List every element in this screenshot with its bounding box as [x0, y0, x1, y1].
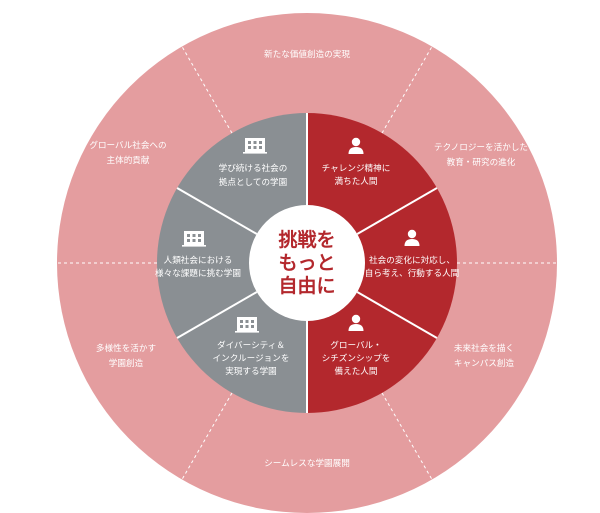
outer-divider-2 — [381, 392, 433, 480]
svg-text:様々な課題に挑む学園: 様々な課題に挑む学園 — [155, 267, 241, 279]
center-line-3: 自由に — [278, 274, 335, 297]
svg-text:実現する学園: 実現する学園 — [225, 365, 277, 377]
building-icon — [182, 231, 206, 247]
outer-divider-0 — [381, 46, 433, 134]
inner-right-half — [307, 113, 457, 413]
svg-text:社会の変化に対応し、: 社会の変化に対応し、 — [369, 254, 455, 266]
svg-text:グローバル・: グローバル・ — [330, 339, 381, 351]
outer-label-1: テクノロジーを活かした 教育・研究の進化 — [434, 141, 528, 168]
outer-ring-dividers — [57, 46, 557, 480]
svg-text:備えた人間: 備えた人間 — [335, 365, 378, 377]
left-sector-0: 学び続ける社会の 拠点としての学園 — [219, 138, 288, 188]
left-sector-1: 人類社会における 様々な課題に挑む学園 — [155, 231, 241, 279]
outer-divider-3 — [181, 392, 233, 480]
svg-text:教育・研究の進化: 教育・研究の進化 — [447, 156, 516, 168]
inner-divider-4 — [176, 291, 258, 339]
building-icon — [235, 317, 259, 333]
outer-divider-5 — [181, 46, 233, 134]
outer-label-0: 新たな価値創造の実現 — [264, 48, 350, 60]
svg-text:自ら考え、行動する人間: 自ら考え、行動する人間 — [365, 267, 460, 279]
inner-dividers — [176, 113, 438, 413]
svg-text:未来社会を描く: 未来社会を描く — [454, 342, 514, 354]
svg-text:キャンパス創造: キャンパス創造 — [454, 357, 515, 369]
svg-text:学び続ける社会の: 学び続ける社会の — [219, 162, 288, 174]
svg-text:シチズンシップを: シチズンシップを — [322, 352, 391, 364]
outer-label-5: グローバル社会への 主体的貢献 — [89, 139, 166, 166]
svg-text:チャレンジ精神に: チャレンジ精神に — [322, 162, 391, 174]
svg-text:拠点としての学園: 拠点としての学園 — [219, 176, 288, 188]
right-sector-1: 社会の変化に対応し、 自ら考え、行動する人間 — [365, 229, 460, 279]
right-sector-0: チャレンジ精神に 満ちた人間 — [322, 137, 391, 187]
svg-text:満ちた人間: 満ちた人間 — [335, 176, 378, 187]
center-line-2: もっと — [278, 252, 335, 274]
svg-text:テクノロジーを活かした: テクノロジーを活かした — [434, 141, 528, 153]
svg-text:シームレスな学園展開: シームレスな学園展開 — [264, 457, 350, 469]
person-icon — [348, 137, 364, 154]
svg-text:グローバル社会への: グローバル社会への — [89, 139, 166, 151]
svg-text:学園創造: 学園創造 — [109, 357, 144, 369]
person-icon — [348, 314, 364, 331]
center-circle — [249, 205, 365, 321]
outer-label-3: シームレスな学園展開 — [264, 457, 350, 469]
inner-divider-1 — [356, 187, 438, 235]
inner-divider-5 — [176, 187, 258, 235]
svg-text:ダイバーシティ＆: ダイバーシティ＆ — [217, 339, 285, 351]
person-icon — [404, 229, 420, 246]
outer-label-2: 未来社会を描く キャンパス創造 — [454, 342, 515, 369]
building-icon — [243, 138, 267, 154]
inner-divider-2 — [356, 291, 438, 339]
svg-text:人類社会における: 人類社会における — [164, 254, 233, 266]
center-line-1: 挑戦を — [278, 228, 335, 251]
svg-text:新たな価値創造の実現: 新たな価値創造の実現 — [264, 48, 350, 60]
left-sector-2: ダイバーシティ＆ インクルージョンを 実現する学園 — [213, 317, 290, 377]
svg-text:主体的貢献: 主体的貢献 — [107, 154, 150, 166]
svg-text:インクルージョンを: インクルージョンを — [213, 353, 290, 364]
inner-left-half — [157, 113, 307, 413]
outer-label-4: 多様性を活かす 学園創造 — [96, 342, 156, 369]
right-sector-2: グローバル・ シチズンシップを 備えた人間 — [322, 314, 391, 377]
svg-text:多様性を活かす: 多様性を活かす — [96, 342, 156, 354]
